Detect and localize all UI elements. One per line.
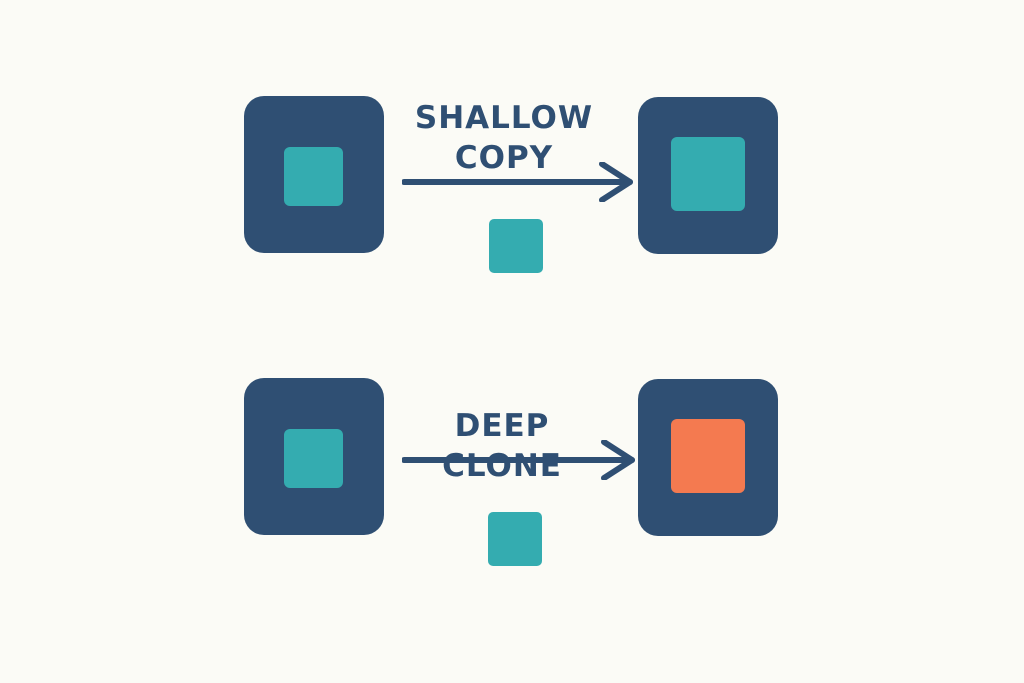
- shallow-shared-object: [489, 219, 543, 273]
- shallow-copy-label: SHALLOW COPY: [406, 98, 602, 178]
- deep-target-new-object: [671, 419, 745, 493]
- shallow-arrow-icon: [402, 162, 633, 202]
- shallow-target-container: [638, 97, 778, 254]
- deep-source-container: [244, 378, 384, 535]
- deep-target-container: [638, 379, 778, 536]
- deep-clone-label: DEEP CLONE: [404, 406, 600, 486]
- deep-source-inner-object: [284, 429, 343, 488]
- deep-clone-row: DEEP CLONE: [0, 378, 1024, 578]
- deep-clone-label-line1: DEEP: [454, 408, 550, 444]
- shallow-copy-label-line2: COPY: [454, 140, 554, 176]
- deep-arrow-icon: [402, 440, 635, 480]
- deep-clone-label-line2: CLONE: [442, 448, 562, 484]
- shallow-source-container: [244, 96, 384, 253]
- shallow-target-inner-object: [671, 137, 745, 211]
- shallow-copy-row: SHALLOW COPY: [0, 96, 1024, 296]
- shallow-source-inner-object: [284, 147, 343, 206]
- deep-original-object: [488, 512, 542, 566]
- shallow-copy-label-line1: SHALLOW: [414, 100, 594, 136]
